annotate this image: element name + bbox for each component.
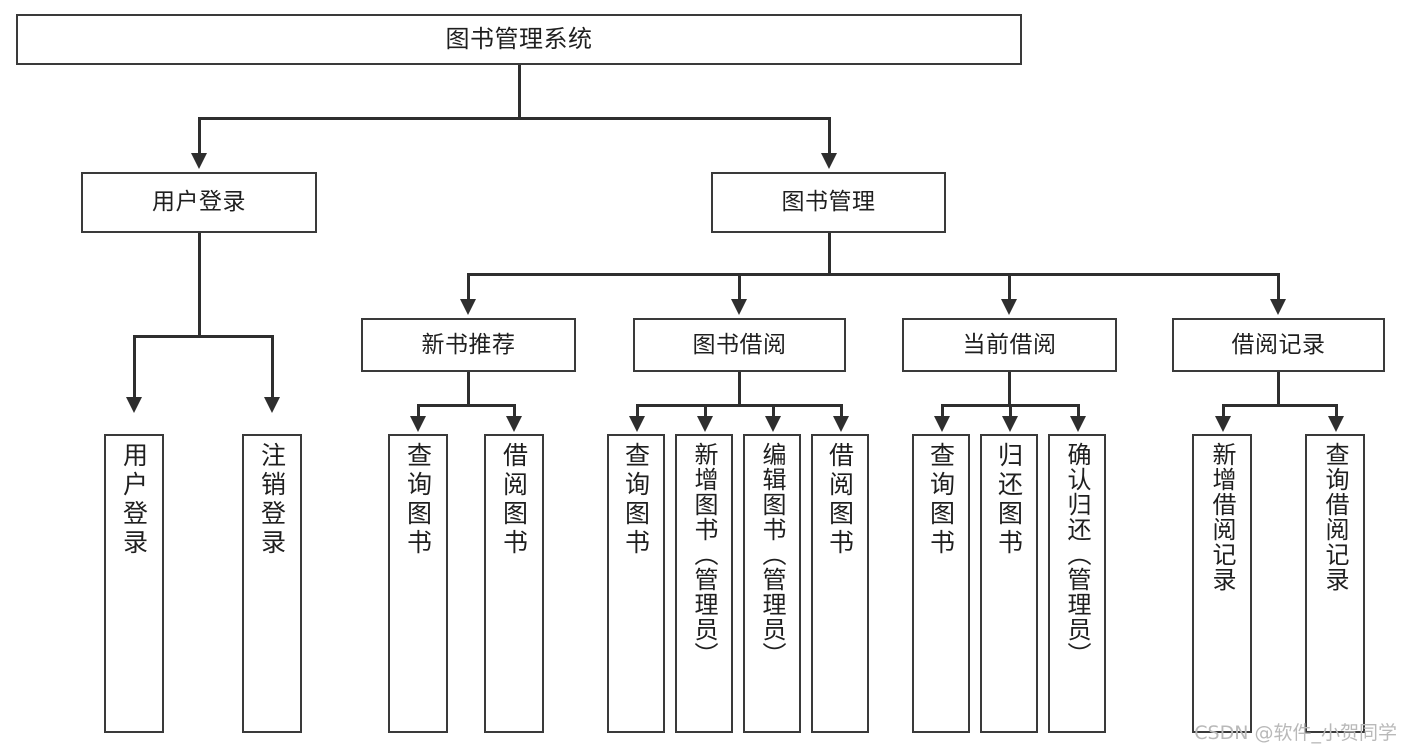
arrow-book-borrow-leaf-2 xyxy=(697,416,713,432)
connector-current-borrow-stem xyxy=(1008,372,1011,404)
arrow-borrow-record-leaf-1 xyxy=(1215,416,1231,432)
leaf-current-borrow-return-book[interactable]: 归还图书 xyxy=(980,434,1038,733)
leaf-user-login-logout[interactable]: 注销登录 xyxy=(242,434,302,733)
node-label: 编辑图书（管理员） xyxy=(758,442,786,667)
connector-book-borrow-branch-1 xyxy=(636,404,639,418)
node-label: 确认归还（管理员） xyxy=(1063,442,1091,667)
leaf-current-borrow-query-book[interactable]: 查询图书 xyxy=(912,434,970,733)
connector-new-book-branch-2 xyxy=(513,404,516,418)
node-label: 图书管理系统 xyxy=(445,24,593,53)
connector-borrow-record-stem xyxy=(1277,372,1280,404)
leaf-new-book-borrow-book[interactable]: 借阅图书 xyxy=(484,434,544,733)
node-label: 新书推荐 xyxy=(421,331,516,358)
arrow-root-to-user-login xyxy=(191,153,207,169)
connector-root-stem xyxy=(518,65,521,117)
node-label: 新增借阅记录 xyxy=(1208,442,1236,592)
connector-current-borrow-branch-1 xyxy=(941,404,944,418)
arrow-book-borrow-leaf-3 xyxy=(765,416,781,432)
node-label: 查询图书 xyxy=(926,442,956,558)
node-label: 图书管理 xyxy=(781,189,876,216)
arrow-book-borrow-leaf-1 xyxy=(629,416,645,432)
connector-new-book-branch-1 xyxy=(417,404,420,418)
arrow-bm-to-new-book xyxy=(460,299,476,315)
connector-borrow-record-branch-2 xyxy=(1335,404,1338,418)
leaf-book-borrow-edit-book[interactable]: 编辑图书（管理员） xyxy=(743,434,801,733)
node-label: 借阅图书 xyxy=(825,442,855,558)
connector-current-borrow-branch-2 xyxy=(1009,404,1012,418)
connector-new-book-stem xyxy=(467,372,470,404)
node-label: 当前借阅 xyxy=(962,331,1057,358)
leaf-new-book-query-book[interactable]: 查询图书 xyxy=(388,434,448,733)
node-label: 借阅图书 xyxy=(499,442,529,558)
node-label: 注销登录 xyxy=(257,442,287,558)
node-borrow-record[interactable]: 借阅记录 xyxy=(1172,318,1385,372)
node-root-library-system[interactable]: 图书管理系统 xyxy=(16,14,1022,65)
connector-book-borrow-bus xyxy=(636,404,841,407)
arrow-user-login-leaf-2 xyxy=(264,397,280,413)
arrow-bm-to-current-borrow xyxy=(1001,299,1017,315)
connector-root-bus xyxy=(198,117,830,120)
connector-user-login-branch-2 xyxy=(271,335,274,399)
arrow-borrow-record-leaf-2 xyxy=(1328,416,1344,432)
node-label: 查询图书 xyxy=(621,442,651,558)
node-current-borrow[interactable]: 当前借阅 xyxy=(902,318,1117,372)
connector-user-login-stem xyxy=(198,233,201,335)
node-label: 查询借阅记录 xyxy=(1321,442,1349,592)
connector-borrow-record-branch-1 xyxy=(1222,404,1225,418)
leaf-borrow-record-add-record[interactable]: 新增借阅记录 xyxy=(1192,434,1252,733)
arrow-root-to-book-manage xyxy=(821,153,837,169)
connector-user-login-bus xyxy=(133,335,271,338)
leaf-book-borrow-borrow-book[interactable]: 借阅图书 xyxy=(811,434,869,733)
arrow-current-borrow-leaf-3 xyxy=(1070,416,1086,432)
connector-bm-to-new-book xyxy=(467,273,470,301)
connector-book-management-stem xyxy=(828,233,831,273)
arrow-current-borrow-leaf-1 xyxy=(934,416,950,432)
node-label: 图书借阅 xyxy=(692,331,787,358)
leaf-book-borrow-query-book[interactable]: 查询图书 xyxy=(607,434,665,733)
arrow-new-book-leaf-2 xyxy=(506,416,522,432)
node-label: 归还图书 xyxy=(994,442,1024,558)
arrow-bm-to-borrow-record xyxy=(1270,299,1286,315)
node-book-borrow[interactable]: 图书借阅 xyxy=(633,318,846,372)
leaf-borrow-record-query-record[interactable]: 查询借阅记录 xyxy=(1305,434,1365,733)
node-label: 新增图书（管理员） xyxy=(690,442,718,667)
leaf-current-borrow-confirm-return[interactable]: 确认归还（管理员） xyxy=(1048,434,1106,733)
connector-bm-to-current-borrow xyxy=(1008,273,1011,301)
connector-root-to-book-manage xyxy=(828,117,831,155)
connector-book-borrow-branch-4 xyxy=(840,404,843,418)
node-book-management[interactable]: 图书管理 xyxy=(711,172,946,233)
connector-bm-to-book-borrow xyxy=(738,273,741,301)
connector-current-borrow-branch-3 xyxy=(1077,404,1080,418)
arrow-book-borrow-leaf-4 xyxy=(833,416,849,432)
node-label: 用户登录 xyxy=(119,442,149,558)
node-label: 借阅记录 xyxy=(1231,331,1326,358)
connector-book-borrow-stem xyxy=(738,372,741,404)
arrow-bm-to-book-borrow xyxy=(731,299,747,315)
node-new-book-recommend[interactable]: 新书推荐 xyxy=(361,318,576,372)
node-label: 查询图书 xyxy=(403,442,433,558)
connector-book-borrow-branch-2 xyxy=(704,404,707,418)
connector-book-management-bus xyxy=(467,273,1279,276)
connector-bm-to-borrow-record xyxy=(1277,273,1280,301)
connector-new-book-bus xyxy=(417,404,514,407)
leaf-user-login-login[interactable]: 用户登录 xyxy=(104,434,164,733)
node-label: 用户登录 xyxy=(152,189,246,216)
connector-root-to-user-login xyxy=(198,117,201,155)
leaf-book-borrow-add-book[interactable]: 新增图书（管理员） xyxy=(675,434,733,733)
arrow-new-book-leaf-1 xyxy=(410,416,426,432)
watermark-text: CSDN @软件_小贺同学 xyxy=(1194,722,1397,744)
node-user-login[interactable]: 用户登录 xyxy=(81,172,317,233)
arrow-user-login-leaf-1 xyxy=(126,397,142,413)
connector-borrow-record-bus xyxy=(1222,404,1335,407)
arrow-current-borrow-leaf-2 xyxy=(1002,416,1018,432)
connector-book-borrow-branch-3 xyxy=(772,404,775,418)
connector-user-login-branch-1 xyxy=(133,335,136,399)
